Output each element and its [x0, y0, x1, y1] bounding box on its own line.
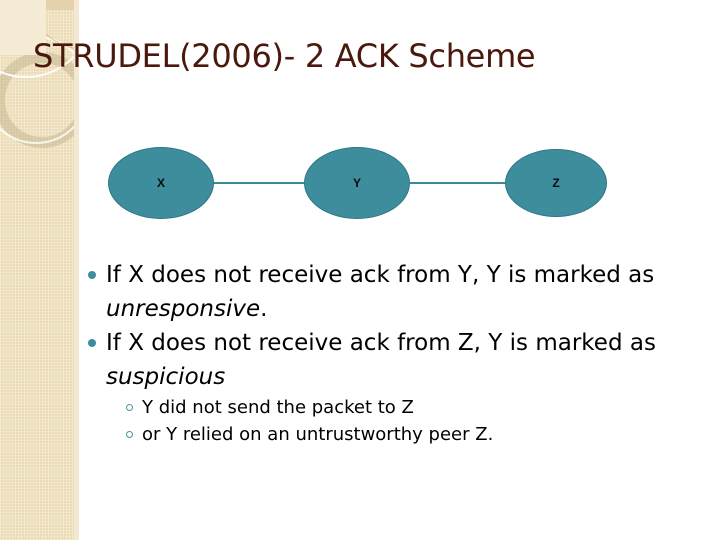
- edge-y-to-z: [410, 182, 506, 184]
- bullet-1-text-a: If X does not receive ack from Y, Y is m…: [106, 262, 655, 288]
- bullet-1-text-b: .: [260, 296, 268, 322]
- bullet-item-2-text: If X does not receive ack from Z, Y is m…: [106, 326, 716, 394]
- bullet-dot-icon: [88, 271, 96, 279]
- bullet-item-2: If X does not receive ack from Z, Y is m…: [88, 326, 716, 394]
- decorative-side-band: [0, 0, 74, 540]
- bullet-2-text-italic: suspicious: [106, 364, 226, 390]
- hollow-circle-icon: [126, 431, 133, 438]
- band-top-highlight: [0, 0, 46, 55]
- sub-bullet-item-1-text: Y did not send the packet to Z: [142, 397, 414, 418]
- body-content: If X does not receive ack from Y, Y is m…: [88, 258, 716, 448]
- hollow-circle-icon: [126, 404, 133, 411]
- slide-title: STRUDEL(2006)- 2 ACK Scheme: [33, 37, 536, 75]
- node-z: Z: [505, 149, 607, 217]
- band-top-shadow: [46, 0, 74, 10]
- band-edge-strip: [74, 0, 79, 540]
- sub-bullet-list: Y did not send the packet to Z or Y reli…: [104, 394, 716, 448]
- bullet-item-1: If X does not receive ack from Y, Y is m…: [88, 258, 716, 326]
- edge-x-to-y: [213, 182, 305, 184]
- node-y: Y: [304, 147, 410, 219]
- sub-bullet-item-2: or Y relied on an untrustworthy peer Z.: [126, 421, 716, 448]
- node-x: X: [108, 147, 214, 219]
- bullet-dot-icon: [88, 339, 96, 347]
- bullet-1-text-italic: unresponsive: [106, 296, 261, 322]
- bullet-2-text-a: If X does not receive ack from Z, Y is m…: [106, 330, 656, 356]
- bullet-item-1-text: If X does not receive ack from Y, Y is m…: [106, 258, 716, 326]
- node-z-label: Z: [552, 176, 560, 190]
- node-x-label: X: [156, 176, 165, 190]
- sub-bullet-item-2-text: or Y relied on an untrustworthy peer Z.: [142, 424, 494, 445]
- sub-bullet-item-1: Y did not send the packet to Z: [126, 394, 716, 421]
- node-y-label: Y: [352, 176, 361, 190]
